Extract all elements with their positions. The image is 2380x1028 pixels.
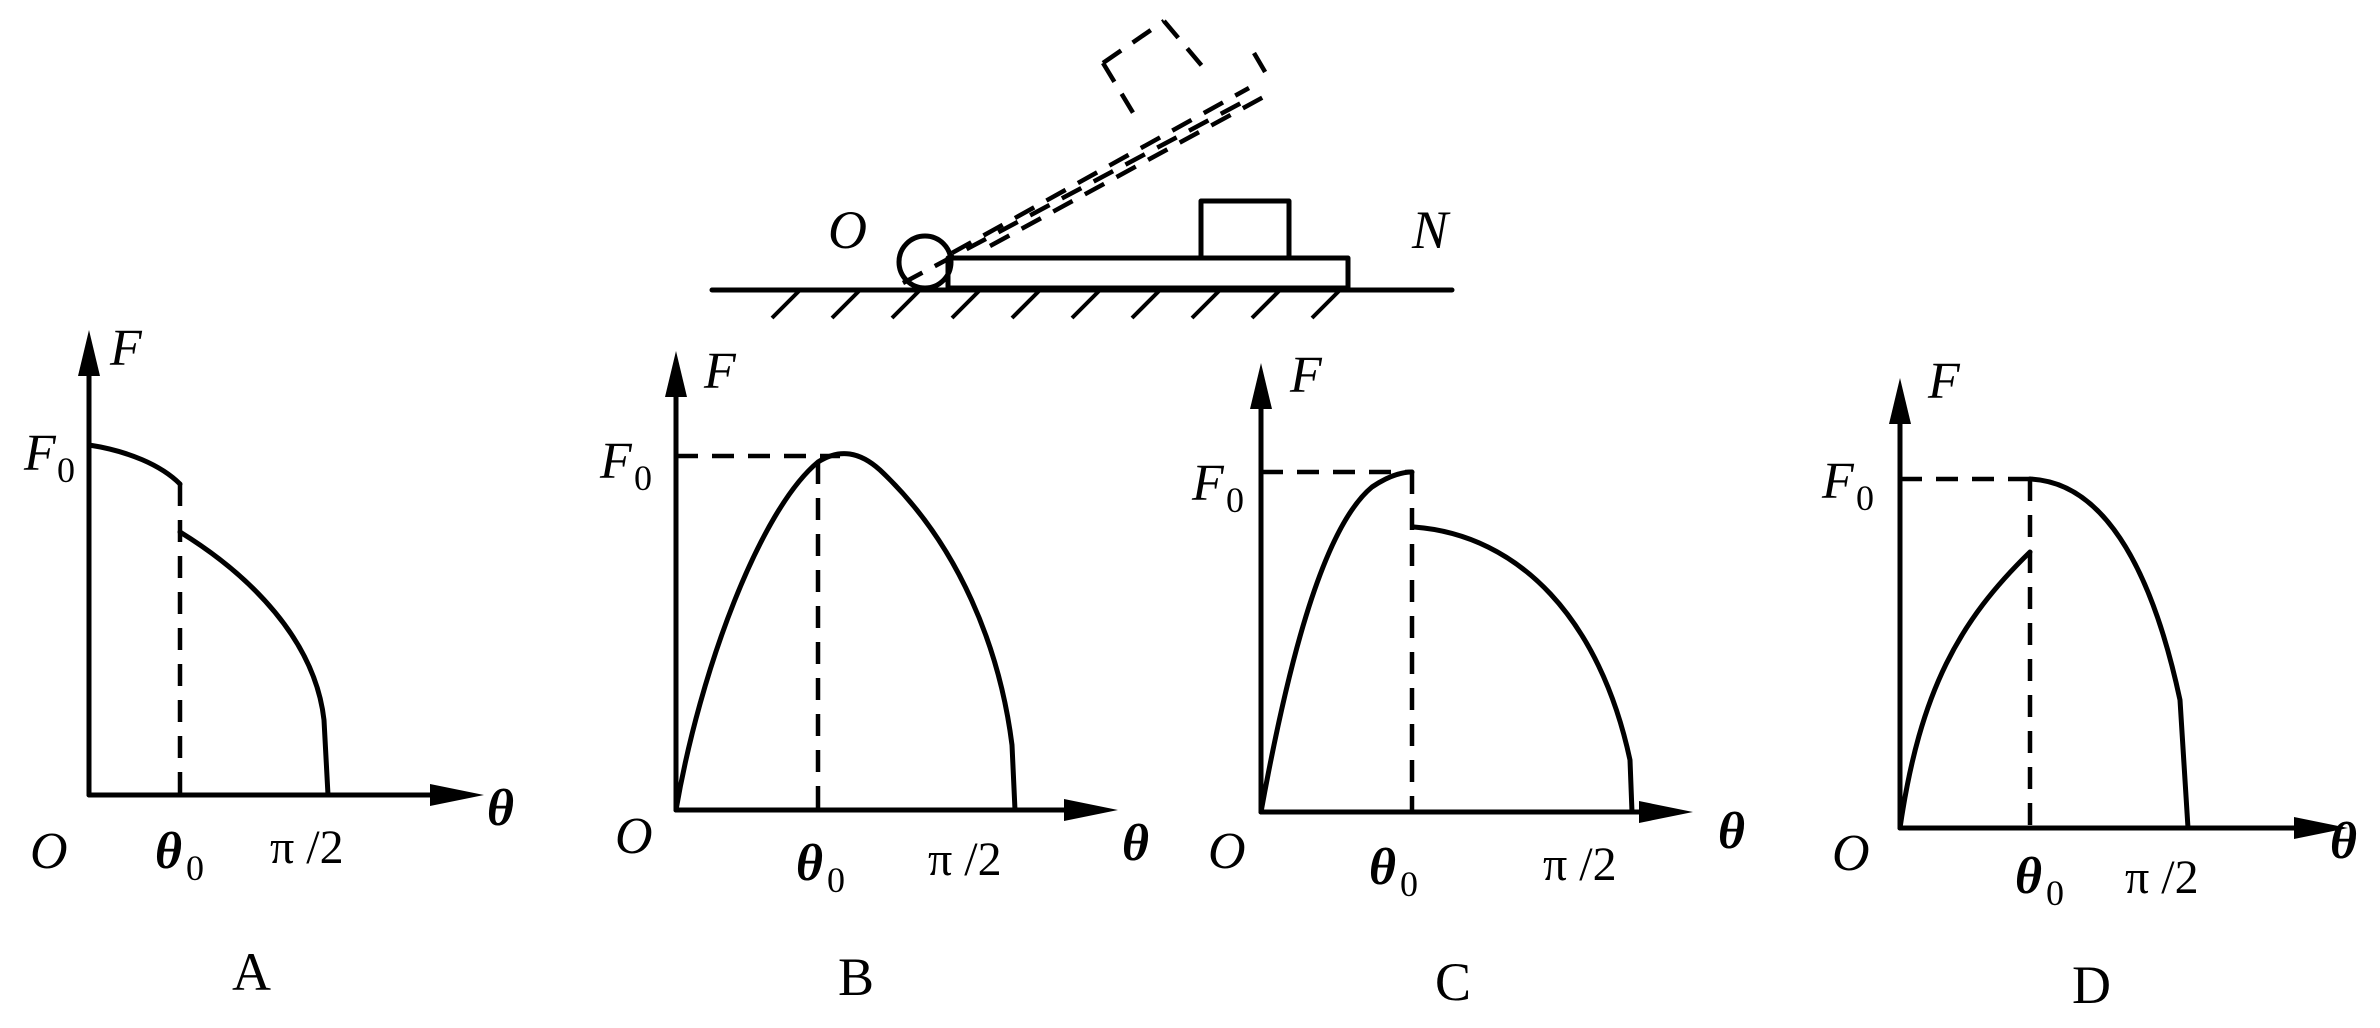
graph-B: F θ O F 0 θ 0 π /2 B <box>599 343 1149 1007</box>
x-tick-theta0: θ 0 <box>796 835 845 900</box>
curve-segment-1 <box>1258 469 1415 815</box>
origin-label: O <box>1832 825 1870 882</box>
caption-B: B <box>838 947 874 1007</box>
svg-text:0: 0 <box>1226 480 1244 520</box>
x-tick-pi-half: π /2 <box>2125 851 2199 904</box>
y-axis-label: F <box>109 320 143 377</box>
setup-figure: O N <box>709 19 1455 320</box>
x-axis-arrow <box>2294 817 2348 839</box>
svg-text:F: F <box>599 433 633 490</box>
svg-text:θ: θ <box>2015 848 2042 905</box>
curve <box>673 451 1018 813</box>
x-tick-theta0: θ 0 <box>2015 848 2064 913</box>
y-axis-arrow <box>78 330 100 376</box>
x-axis-label: θ <box>487 780 514 837</box>
x-axis-arrow <box>1639 801 1693 823</box>
curve-segment-1 <box>1897 549 2033 831</box>
y-tick-F0: F 0 <box>599 433 652 498</box>
curve-segment-2 <box>177 529 331 798</box>
curve-segment-1 <box>86 442 183 487</box>
pivot-label: O <box>828 200 867 260</box>
svg-text:0: 0 <box>1856 478 1874 518</box>
end-label: N <box>1411 200 1451 260</box>
board-horizontal <box>945 255 1351 291</box>
svg-text:F: F <box>1191 455 1225 512</box>
y-axis-label: F <box>1289 347 1323 404</box>
x-axis-label: θ <box>2330 813 2357 870</box>
x-axis-label: θ <box>1122 815 1149 872</box>
x-tick-pi-half: π /2 <box>270 821 344 874</box>
svg-text:0: 0 <box>1400 864 1418 904</box>
x-tick-pi-half: π /2 <box>1543 838 1617 891</box>
y-axis-label: F <box>703 343 737 400</box>
caption-D: D <box>2072 955 2111 1015</box>
svg-text:θ: θ <box>1369 839 1396 896</box>
svg-text:θ: θ <box>796 835 823 892</box>
y-axis-label: F <box>1927 353 1961 410</box>
caption-C: C <box>1435 952 1471 1012</box>
block-tilted-dashed <box>1101 19 1210 118</box>
graph-A: F θ O F 0 θ 0 π /2 A <box>23 320 514 1002</box>
curve-segment-2 <box>1411 524 1635 815</box>
x-tick-pi-half: π /2 <box>928 833 1002 886</box>
origin-label: O <box>30 823 68 880</box>
svg-text:0: 0 <box>827 860 845 900</box>
y-axis-arrow <box>1250 363 1272 409</box>
y-axis-arrow <box>1889 378 1911 424</box>
x-tick-theta0: θ 0 <box>155 823 204 888</box>
graph-D: F θ O F 0 θ 0 π /2 D <box>1821 353 2357 1015</box>
caption-A: A <box>232 942 271 1002</box>
x-axis-label: θ <box>1718 803 1745 860</box>
svg-text:F: F <box>1821 453 1855 510</box>
y-tick-F0: F 0 <box>1191 455 1244 520</box>
x-axis-arrow <box>430 784 484 806</box>
x-axis-arrow <box>1064 799 1118 821</box>
hinge-pivot <box>896 233 954 291</box>
x-tick-theta0: θ 0 <box>1369 839 1418 904</box>
block <box>1198 198 1292 261</box>
graph-C: F θ O F 0 θ 0 π /2 C <box>1191 347 1745 1012</box>
svg-text:θ: θ <box>155 823 182 880</box>
svg-text:0: 0 <box>57 450 75 490</box>
curve-segment-2 <box>2027 476 2191 831</box>
svg-text:0: 0 <box>186 848 204 888</box>
y-axis-arrow <box>665 351 687 397</box>
svg-text:F: F <box>23 425 57 482</box>
y-tick-F0: F 0 <box>23 425 75 490</box>
svg-text:0: 0 <box>2046 873 2064 913</box>
origin-label: O <box>1208 823 1246 880</box>
y-tick-F0: F 0 <box>1821 453 1874 518</box>
board-tilted-dashed <box>901 51 1273 285</box>
ground-hatching <box>770 288 1342 320</box>
svg-text:0: 0 <box>634 458 652 498</box>
origin-label: O <box>615 808 653 865</box>
